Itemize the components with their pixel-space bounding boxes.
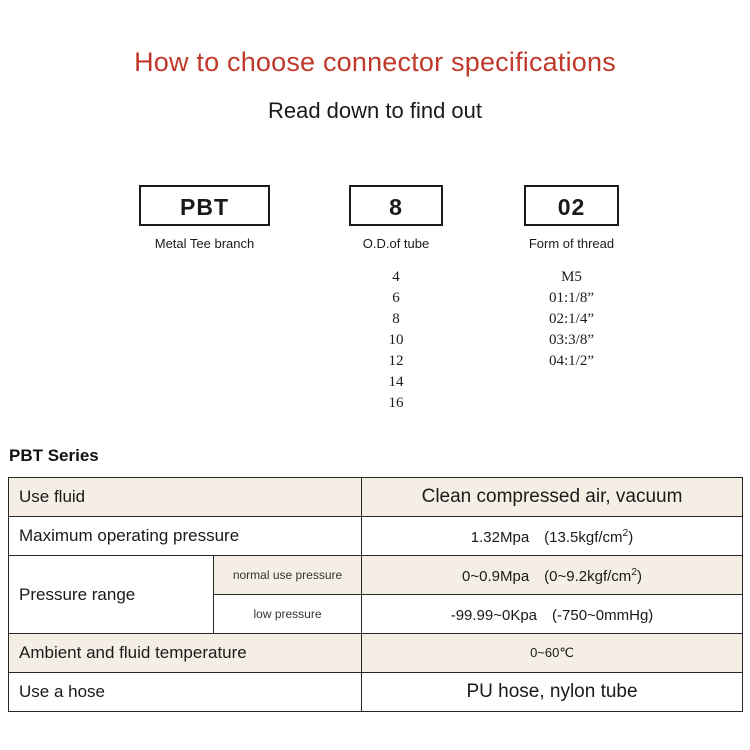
code-caption-series: Metal Tee branch (154, 236, 255, 251)
code-option: 6 (392, 290, 400, 306)
table-cell-label: Use fluid (7, 477, 363, 517)
code-caption-od: O.D.of tube (362, 236, 430, 251)
code-box-series: PBT (139, 185, 270, 226)
code-option: 10 (388, 332, 404, 348)
table-cell-value: PU hose, nylon tube (361, 672, 744, 712)
table-row: Use fluid Clean compressed air, vacuum (7, 477, 744, 517)
page-title: How to choose connector specifications (134, 47, 616, 77)
table-cell-value: 1.32Mpa (13.5kgf/cm2) (361, 516, 744, 556)
table-cell-label: Ambient and fluid temperature (7, 633, 363, 673)
table-cell-value: -99.99~0Kpa (-750~0mmHg) (361, 594, 744, 634)
table-row: Ambient and fluid temperature 0~60℃ (7, 633, 744, 673)
table-cell-label: Use a hose (7, 672, 363, 712)
table-cell-value: 0~0.9Mpa (0~9.2kgf/cm2) (361, 555, 744, 595)
code-option: M5 (561, 269, 582, 285)
series-label: PBT Series (9, 446, 99, 465)
code-option: 04:1/2” (549, 353, 594, 369)
table-row: Use a hose PU hose, nylon tube (7, 672, 744, 712)
code-option: 12 (388, 353, 404, 369)
code-option-list-od: 4 6 8 10 12 14 16 (349, 267, 443, 414)
table-cell-label: Maximum operating pressure (7, 516, 363, 556)
value-superscript: 2 (631, 566, 637, 578)
code-option: 14 (388, 374, 404, 390)
value-tail: ) (628, 528, 634, 546)
table-cell-value: Clean compressed air, vacuum (361, 477, 744, 517)
value-main: 1.32Mpa (13.5kgf/cm (470, 528, 623, 546)
spec-table: Use fluid Clean compressed air, vacuum M… (7, 477, 744, 712)
code-option: 02:1/4” (549, 311, 594, 327)
table-row: Maximum operating pressure 1.32Mpa (13.5… (7, 516, 744, 556)
code-option: 01:1/8” (549, 290, 594, 306)
code-option: 16 (388, 395, 404, 411)
table-cell-label-merged: Pressure range (8, 555, 214, 634)
table-cell-sublabel: low pressure (212, 594, 363, 634)
value-tail: ) (636, 567, 642, 585)
code-option: 8 (392, 311, 400, 327)
code-column-series: PBT Metal Tee branch (139, 185, 270, 251)
code-caption-thread: Form of thread (528, 236, 615, 251)
code-column-thread: 02 Form of thread M5 01:1/8” 02:1/4” 03:… (524, 185, 619, 372)
code-column-od: 8 O.D.of tube 4 6 8 10 12 14 16 (349, 185, 443, 414)
table-cell-value: 0~60℃ (361, 633, 744, 673)
table-cell-sublabel: normal use pressure (212, 555, 363, 595)
code-option-list-thread: M5 01:1/8” 02:1/4” 03:3/8” 04:1/2” (524, 267, 619, 372)
code-box-od: 8 (349, 185, 443, 226)
value-main: 0~0.9Mpa (0~9.2kgf/cm (462, 567, 632, 585)
page-subtitle: Read down to find out (267, 98, 483, 123)
table-row: Pressure range normal use pressure 0~0.9… (8, 555, 744, 634)
value-superscript: 2 (622, 527, 629, 539)
code-option: 4 (392, 269, 400, 285)
code-box-thread: 02 (524, 185, 619, 226)
code-option: 03:3/8” (549, 332, 594, 348)
